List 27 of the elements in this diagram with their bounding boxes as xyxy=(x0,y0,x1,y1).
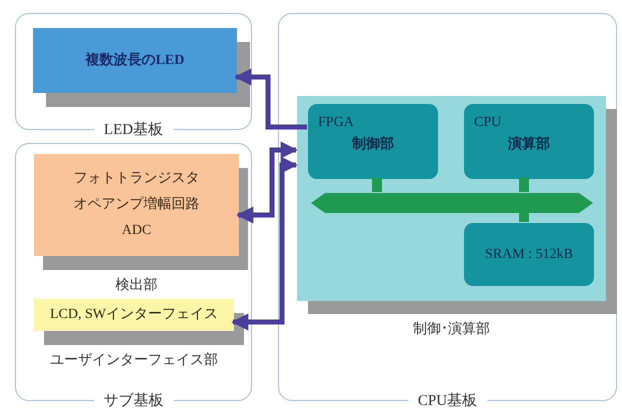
block-label: オペアンプ増幅回路 xyxy=(74,195,200,214)
block-caption: 制御･演算部 xyxy=(413,320,490,338)
chip-label: CPU xyxy=(474,114,502,132)
arrow xyxy=(231,156,298,330)
block-caption: 検出部 xyxy=(116,276,158,294)
chip-label: FPGA xyxy=(318,114,354,132)
board-label: サブ基板 xyxy=(94,392,174,410)
arrow xyxy=(236,142,298,224)
block-label: ADC xyxy=(122,222,152,240)
chip-box xyxy=(464,223,594,286)
board-label: CPU基板 xyxy=(408,392,488,410)
chip-box xyxy=(464,104,594,179)
board-label: LED基板 xyxy=(94,121,174,139)
chip-label: 演算部 xyxy=(508,134,550,154)
bus-connector xyxy=(372,178,382,192)
block-caption: ユーザインターフェイス部 xyxy=(50,352,218,369)
block-label: フォトトランジスタ xyxy=(74,170,200,188)
chip-box xyxy=(308,104,438,179)
bus-connector xyxy=(519,178,529,192)
block-label: 複数波長のLED xyxy=(86,51,184,70)
chip-label: SRAM : 512kB xyxy=(485,246,573,264)
chip-label: 制御部 xyxy=(352,134,394,154)
bus-connector xyxy=(519,212,529,222)
arrow xyxy=(234,68,307,130)
block-box xyxy=(33,28,237,93)
bus-bar xyxy=(311,193,593,213)
block-label: LCD, SWインターフェイス xyxy=(50,306,218,324)
